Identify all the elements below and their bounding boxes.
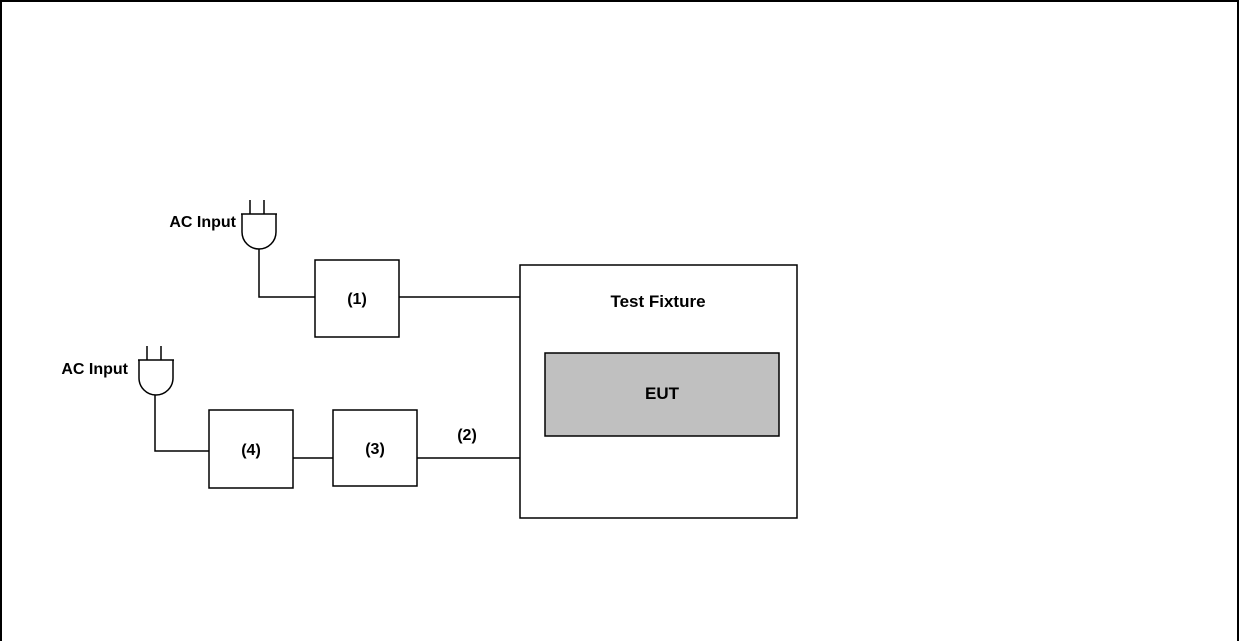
- wire-plug-to-box1: [258, 249, 315, 298]
- eut-label: EUT: [645, 384, 680, 403]
- cable-2-label: (2): [457, 427, 477, 444]
- wire-plug-to-box4: [154, 395, 209, 452]
- box-1: [314, 259, 400, 338]
- box-1-label: (1): [347, 291, 367, 308]
- ac-input-label-lower: AC Input: [61, 361, 128, 378]
- box-4: [208, 409, 294, 489]
- plug-lower-icon: [138, 346, 174, 396]
- box-3-label: (3): [365, 441, 385, 458]
- eut-box: [544, 352, 780, 437]
- ac-input-label-upper: AC Input: [169, 214, 236, 231]
- box-4-label: (4): [241, 442, 261, 459]
- test-fixture-title: Test Fixture: [610, 292, 705, 311]
- plug-upper-icon: [241, 200, 277, 250]
- box-3: [332, 409, 418, 487]
